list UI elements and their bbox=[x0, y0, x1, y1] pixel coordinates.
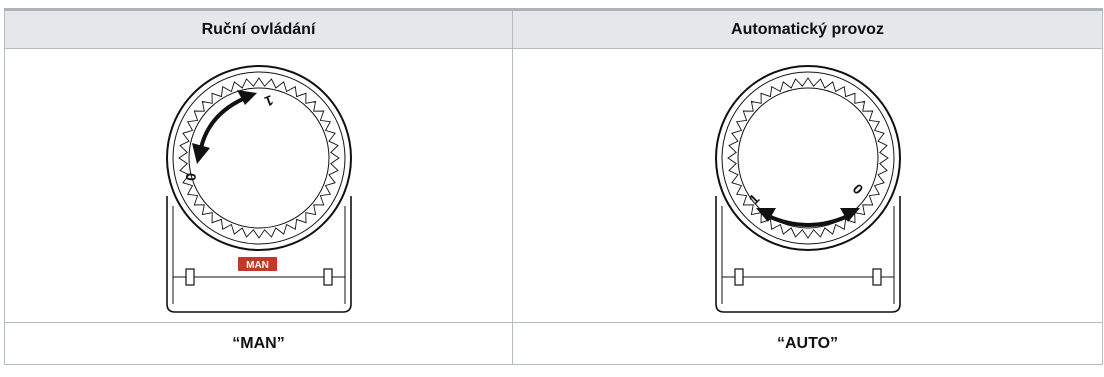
dial-knurled-edge bbox=[177, 76, 340, 239]
dial-knurled-edge bbox=[726, 76, 889, 239]
auto-figure-cell: 1 0 bbox=[512, 48, 1103, 323]
arrow-head-bottom bbox=[191, 142, 210, 164]
caption-row: “MAN” “AUTO” bbox=[4, 322, 1103, 365]
header-auto: Automatický provoz bbox=[512, 8, 1103, 49]
dial-label-0: 0 bbox=[182, 172, 199, 181]
header-manual: Ruční ovládání bbox=[4, 8, 513, 49]
arrow-head-top bbox=[236, 89, 257, 105]
auto-dial-illustration: 1 0 bbox=[714, 64, 901, 313]
dial-inner-ring bbox=[172, 71, 345, 244]
manual-figure-cell: MAN 1 0 bbox=[4, 48, 513, 323]
rail-clip-right bbox=[871, 267, 882, 286]
dial-face bbox=[188, 87, 329, 228]
figure-row: MAN 1 0 bbox=[4, 48, 1103, 323]
rail-clip-left bbox=[184, 267, 195, 286]
arrow-head-right bbox=[839, 207, 860, 222]
man-badge-text: MAN bbox=[246, 260, 269, 271]
knurl-teeth bbox=[726, 76, 889, 239]
header-row: Ruční ovládání Automatický provoz bbox=[4, 8, 1103, 49]
arrow-head-left bbox=[755, 207, 776, 222]
knurl-teeth bbox=[177, 76, 340, 239]
rail-clip-left bbox=[733, 267, 744, 286]
rotation-arrow bbox=[766, 213, 849, 227]
dial-inner-ring bbox=[721, 71, 894, 244]
caption-auto: “AUTO” bbox=[512, 322, 1103, 365]
housing-body bbox=[165, 195, 352, 313]
dial-face bbox=[737, 87, 878, 228]
man-badge bbox=[237, 256, 277, 271]
caption-manual: “MAN” bbox=[4, 322, 513, 365]
housing-body bbox=[714, 195, 901, 313]
rotation-arrow bbox=[198, 95, 246, 148]
mode-table: Ruční ovládání Automatický provoz MAN bbox=[4, 8, 1103, 365]
rail-clip-right bbox=[322, 267, 333, 286]
manual-dial-illustration: MAN 1 0 bbox=[165, 64, 352, 313]
